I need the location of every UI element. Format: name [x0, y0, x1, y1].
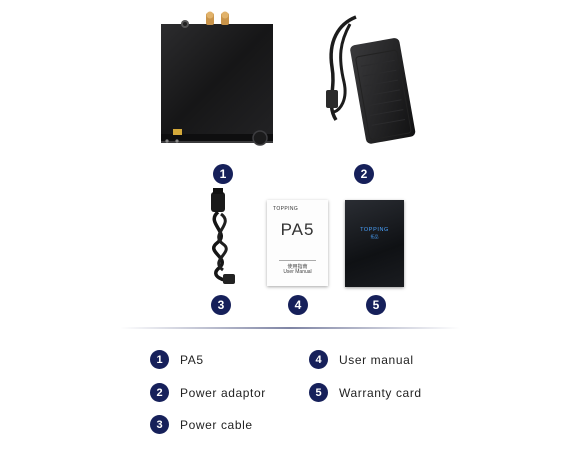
- legend-label-1: PA5: [180, 353, 204, 367]
- photo-badge-3: 3: [211, 295, 231, 315]
- photo-badge-2: 2: [354, 164, 374, 184]
- card-brand-text: TOPPING: [360, 227, 389, 233]
- user-manual-booklet: TOPPING PA5 使用指南 User Manual: [267, 200, 328, 286]
- manual-title-cn: 使用指南: [287, 264, 308, 270]
- power-adaptor-photo: [326, 15, 416, 144]
- manual-brand-text: TOPPING: [273, 206, 299, 212]
- photo-badge-1: 1: [213, 164, 233, 184]
- manual-title-en: User Manual: [283, 269, 312, 275]
- manual-model-text: PA5: [280, 220, 315, 239]
- photo-badge-4: 4: [288, 295, 308, 315]
- legend-label-4: User manual: [339, 353, 414, 367]
- legend-label-5: Warranty card: [339, 386, 422, 400]
- legend-label-2: Power adaptor: [180, 386, 266, 400]
- warranty-card: TOPPING 拓品: [345, 200, 404, 287]
- photo-badge-5: 5: [366, 295, 386, 315]
- manual-rule: [279, 260, 316, 261]
- legend-badge-5: 5: [309, 383, 328, 402]
- legend-badge-1: 1: [150, 350, 169, 369]
- legend-badge-4: 4: [309, 350, 328, 369]
- section-divider: [120, 327, 460, 329]
- power-cable-photo: [211, 188, 235, 284]
- legend-badge-2: 2: [150, 383, 169, 402]
- card-brand-cn-text: 拓品: [370, 234, 379, 239]
- legend-badge-3: 3: [150, 415, 169, 434]
- legend-label-3: Power cable: [180, 418, 253, 432]
- pa5-amplifier-photo: [161, 11, 273, 146]
